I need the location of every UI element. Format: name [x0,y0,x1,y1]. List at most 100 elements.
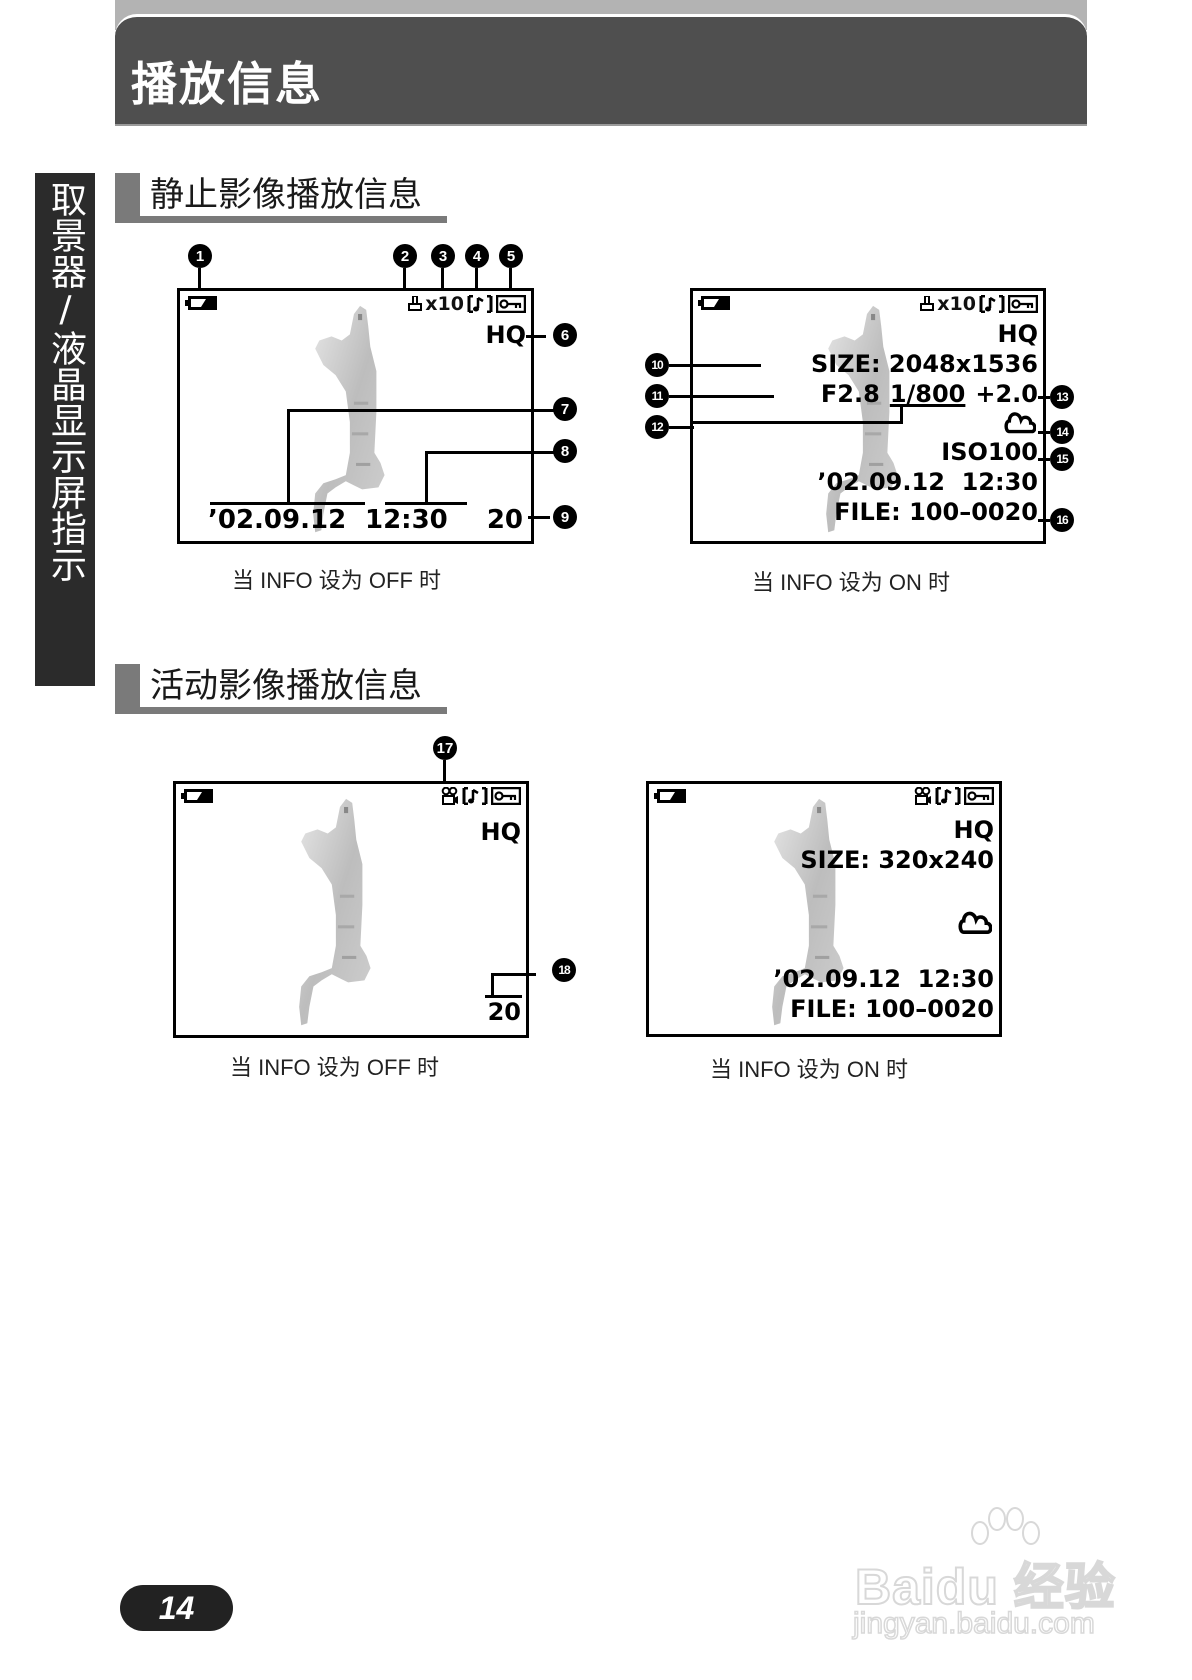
callout-3: 3 [431,244,455,268]
section-heading-movie: 活动影像播放信息 [115,664,447,714]
callout-1: 1 [188,244,212,268]
callout-line [528,516,550,519]
lcd-screen: HQ SIZE: 320x240 ’02.09.12 12:30 FILE: 1… [646,781,1002,1037]
datetime-value: ’02.09.12 12:30 [817,468,1038,496]
sound-record-icon [979,295,1005,313]
exposure-info: F2.8 1/800 +2.0 [821,382,1038,406]
callout-line [526,335,546,338]
callout-10: 10 [645,353,669,377]
battery-icon [185,296,217,310]
callout-line [425,451,428,504]
quality-mode: HQ [485,321,527,349]
file-number: FILE: 100–0020 [790,995,994,1023]
cloud-icon [958,908,992,936]
section-marker [115,173,140,223]
quality-mode: HQ [997,320,1039,348]
battery-icon [698,296,730,310]
page-header: 播放信息 [115,14,1087,125]
callout-12: 12 [645,415,669,439]
image-size: SIZE: 320x240 [800,846,994,874]
frame-number: 20 [486,505,523,535]
status-icons [441,787,521,805]
lcd-screen: x10 HQ ’02.09.12 12:30 20 [177,288,557,544]
callout-line [900,405,903,424]
watermark-brand: Baidu 经验 [854,1558,1116,1616]
callout-line [1038,431,1050,434]
sound-record-icon [935,787,961,805]
section-title: 活动影像播放信息 [150,666,422,706]
callout-11: 11 [645,384,669,408]
callout-13: 13 [1050,385,1074,409]
section-marker [115,664,140,714]
date-value: ’02.09.12 [208,505,347,535]
figure-caption: 当 INFO 设为 OFF 时 [232,568,441,593]
callout-14: 14 [1050,420,1074,444]
callout-9: 9 [553,505,577,529]
section-underline [115,707,447,714]
image-size: SIZE: 2048x1536 [810,350,1038,378]
print-reservation-icon [920,296,934,312]
status-icons [914,787,994,805]
callout-18: 18 [552,958,576,982]
callout-line [669,426,694,429]
callout-line [287,409,290,504]
chapter-side-tab: 取景器/液晶显示屏指示 [35,173,95,686]
callout-8: 8 [553,439,577,463]
quality-mode: HQ [480,818,522,846]
header-divider [115,124,1087,126]
cloud-icon [1004,409,1036,435]
callout-line [669,364,761,367]
status-icons: x10 [920,293,1038,315]
movie-camera-icon [914,787,932,805]
print-count: x10 [425,293,464,315]
callout-line [669,395,774,398]
aperture-value: F2.8 [820,380,880,408]
page-number: 14 [120,1585,233,1631]
callout-6: 6 [553,323,577,347]
time-value: 12:30 [365,505,448,535]
battery-icon [181,789,213,803]
protect-key-icon [964,787,994,805]
datetime-value: ’02.09.12 12:30 [773,965,994,993]
callout-15: 15 [1050,447,1074,471]
shutter-speed: 1/800 [889,380,966,408]
exposure-compensation: +2.0 [975,380,1038,408]
callout-line [509,268,512,292]
callout-line [198,268,201,292]
watermark: Baidu 经验 jingyan.baidu.com [845,1505,1145,1645]
recording-time-frames: 20 [487,998,521,1026]
callout-line [425,451,555,454]
callout-line [475,268,478,292]
callout-line [403,268,406,292]
print-count: x10 [937,293,976,315]
callout-4: 4 [465,244,489,268]
callout-line [485,995,522,998]
callout-17: 17 [433,736,457,760]
battery-icon [654,789,686,803]
lcd-screen: HQ 20 [173,781,536,1038]
section-heading-still: 静止影像播放信息 [115,173,447,223]
paw-icon [971,1507,1040,1545]
protect-key-icon [496,295,526,313]
callout-line [491,973,536,976]
sound-record-icon [462,787,488,805]
quality-mode: HQ [953,816,995,844]
chapter-side-tab-label: 取景器/液晶显示屏指示 [45,181,86,582]
protect-key-icon [1008,295,1038,313]
cat-photo [305,299,407,535]
page-title: 播放信息 [131,57,323,111]
protect-key-icon [491,787,521,805]
callout-5: 5 [499,244,523,268]
callout-line [287,409,557,412]
file-number: FILE: 100–0020 [834,498,1038,526]
callout-line [1038,519,1050,522]
figure-caption: 当 INFO 设为 ON 时 [752,570,951,595]
callout-16: 16 [1050,508,1074,532]
section-underline [115,216,447,223]
sound-record-icon [467,295,493,313]
lcd-screen: x10 HQ SIZE: 2048x1536 F2.8 1/800 +2.0 I… [690,288,1046,544]
section-title: 静止影像播放信息 [150,175,422,215]
print-reservation-icon [408,296,422,312]
watermark-url: jingyan.baidu.com [852,1606,1095,1641]
status-icons: x10 [408,293,526,315]
